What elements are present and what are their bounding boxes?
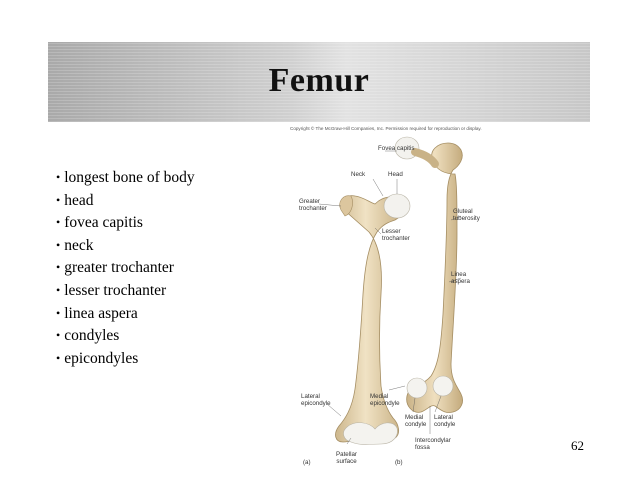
- label-line: condyle: [434, 421, 455, 428]
- label-lesser-trochanter: Lesser trochanter: [382, 228, 410, 242]
- label-line: Lesser: [382, 228, 410, 235]
- label-lateral-condyle: Lateral condyle: [434, 414, 455, 428]
- bullet-item: lesser trochanter: [56, 280, 195, 303]
- label-line: fossa: [415, 444, 451, 451]
- label-linea-aspera: Linea aspera: [451, 271, 470, 285]
- page-number: 62: [571, 438, 584, 454]
- label-line: Patellar: [336, 451, 357, 458]
- label-head: Head: [388, 171, 403, 178]
- label-line: Lateral: [434, 414, 455, 421]
- label-patellar-surface: Patellar surface: [336, 451, 357, 465]
- label-medial-condyle: Medial condyle: [405, 414, 426, 428]
- label-neck: Neck: [351, 171, 365, 178]
- label-greater-trochanter: Greater trochanter: [299, 198, 327, 212]
- label-line: Medial: [405, 414, 426, 421]
- label-line: Linea: [451, 271, 470, 278]
- label-line: trochanter: [382, 235, 410, 242]
- label-intercondylar-fossa: Intercondylar fossa: [415, 437, 451, 451]
- bullet-list: longest bone of body head fovea capitis …: [56, 167, 195, 370]
- label-line: surface: [336, 458, 357, 465]
- bullet-item: greater trochanter: [56, 257, 195, 280]
- title-band: Femur: [48, 42, 590, 122]
- label-line: Lateral: [301, 393, 331, 400]
- label-lateral-epicondyle: Lateral epicondyle: [301, 393, 331, 407]
- label-line: Intercondylar: [415, 437, 451, 444]
- bullet-item: linea aspera: [56, 303, 195, 326]
- bullet-item: head: [56, 190, 195, 213]
- label-line: epicondyle: [370, 400, 400, 407]
- bullet-item: fovea capitis: [56, 212, 195, 235]
- bullet-item: epicondyles: [56, 348, 195, 371]
- label-panel-b: (b): [395, 459, 403, 466]
- label-medial-epicondyle: Medial epicondyle: [370, 393, 400, 407]
- label-line: aspera: [451, 278, 470, 285]
- label-line: epicondyle: [301, 400, 331, 407]
- slide-title: Femur: [48, 62, 590, 100]
- bullet-item: neck: [56, 235, 195, 258]
- label-line: trochanter: [299, 205, 327, 212]
- label-panel-a: (a): [303, 459, 311, 466]
- label-line: Greater: [299, 198, 327, 205]
- bullet-item: condyles: [56, 325, 195, 348]
- label-line: Medial: [370, 393, 400, 400]
- bullet-item: longest bone of body: [56, 167, 195, 190]
- label-gluteal-tuberosity: Gluteal tuberosity: [453, 208, 480, 222]
- label-line: Gluteal: [453, 208, 480, 215]
- label-fovea-capitis: Fovea capitis: [378, 145, 414, 152]
- label-line: condyle: [405, 421, 426, 428]
- label-line: tuberosity: [453, 215, 480, 222]
